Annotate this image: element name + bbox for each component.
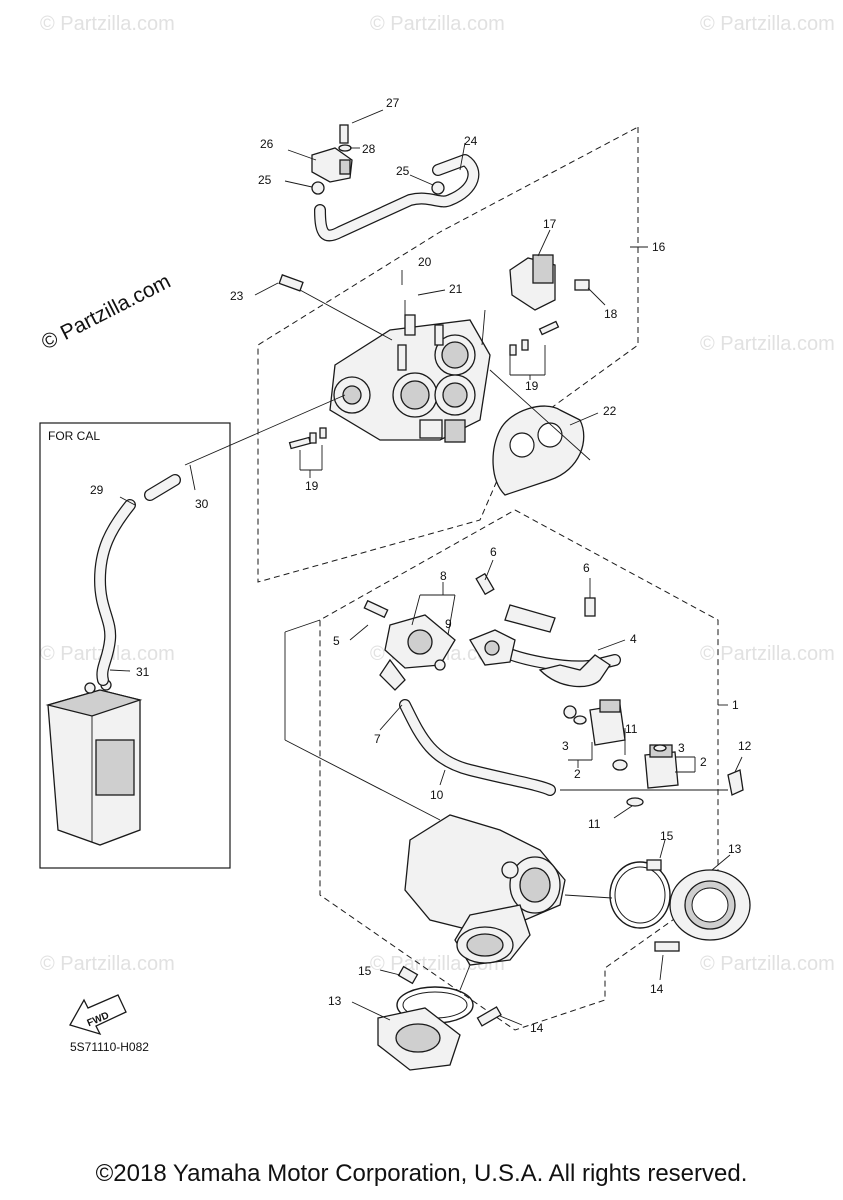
watermark-layer: © Partzilla.com © Partzilla.com © Partzi… [40, 13, 835, 975]
callout-18: 18 [604, 307, 618, 321]
callout-14: 14 [650, 982, 664, 996]
fuel-rail [475, 572, 621, 688]
callout-23: 23 [230, 289, 244, 303]
callout-19: 19 [525, 379, 539, 393]
oring-3b [573, 715, 587, 725]
callout-17: 17 [543, 217, 557, 231]
callout-25: 25 [258, 173, 272, 187]
watermark: © Partzilla.com [370, 13, 505, 35]
assembly-16-outline [257, 126, 639, 583]
callout-11-b: 11 [588, 817, 601, 831]
watermark: © Partzilla.com [700, 333, 835, 355]
callout-6-b: 6 [583, 561, 590, 575]
oring-3 [563, 705, 577, 719]
callout-8: 8 [440, 569, 447, 583]
callout-4: 4 [630, 632, 637, 646]
callout-9: 9 [445, 617, 452, 631]
assembly-outlines [257, 126, 719, 1031]
intake-manifold [404, 814, 566, 966]
fwd-arrow-icon: FWD [69, 994, 127, 1036]
callout-28: 28 [362, 142, 376, 156]
callout-10: 10 [430, 788, 444, 802]
oring-11 [612, 759, 628, 771]
callout-30: 30 [195, 497, 209, 511]
watermark: © Partzilla.com [40, 13, 175, 35]
oring-11b [626, 797, 644, 807]
sensor-26 [311, 147, 353, 183]
clip-12 [727, 769, 744, 796]
callouts: 27 28 26 25 25 24 16 17 18 20 21 23 22 1… [90, 96, 752, 1035]
diagram-code: 5S71110-H082 [70, 1040, 149, 1054]
callout-2-b: 2 [700, 755, 707, 769]
copyright-notice: ©2018 Yamaha Motor Corporation, U.S.A. A… [95, 1160, 748, 1187]
clamp-15-right [609, 859, 671, 929]
callout-11: 11 [625, 722, 638, 736]
callout-26: 26 [260, 137, 274, 151]
pressure-regulator-8 [379, 614, 456, 691]
callout-22: 22 [603, 404, 617, 418]
joint-13-left [377, 1007, 461, 1071]
callout-25-b: 25 [396, 164, 410, 178]
injector-holder [469, 629, 516, 666]
clip-9 [434, 659, 446, 671]
watermark: © Partzilla.com [700, 643, 835, 665]
callout-1: 1 [732, 698, 739, 712]
for-cal-box [39, 422, 231, 869]
callout-2: 2 [574, 767, 581, 781]
callout-13: 13 [728, 842, 742, 856]
sensor-17 [509, 254, 556, 311]
callout-29: 29 [90, 483, 104, 497]
clamp-25 [311, 181, 325, 195]
gasket-22 [492, 405, 585, 496]
callout-6: 6 [490, 545, 497, 559]
bolt-23 [278, 274, 304, 292]
joint-13-right [669, 869, 751, 941]
callout-15-b: 15 [358, 964, 372, 978]
watermark: © Partzilla.com [700, 953, 835, 975]
callout-31: 31 [136, 665, 150, 679]
callout-3: 3 [562, 739, 569, 753]
watermark: © Partzilla.com [40, 953, 175, 975]
callout-7: 7 [374, 732, 381, 746]
callout-27: 27 [386, 96, 400, 110]
assembly-1-outline [319, 509, 719, 1031]
callout-13-b: 13 [328, 994, 342, 1008]
injectors-2 [563, 699, 679, 807]
callout-24: 24 [464, 134, 478, 148]
watermark-rotated: © Partzilla.com [38, 270, 175, 355]
screw-18 [574, 279, 590, 291]
charcoal-canister [45, 679, 143, 846]
callout-20: 20 [418, 255, 432, 269]
callout-12: 12 [738, 739, 752, 753]
throttle-body [329, 314, 491, 443]
callout-14-b: 14 [530, 1021, 544, 1035]
callout-15: 15 [660, 829, 674, 843]
callout-21: 21 [449, 282, 463, 296]
clamp-25b [431, 181, 445, 195]
callout-16: 16 [652, 240, 666, 254]
screws-19 [288, 320, 560, 450]
callout-19-b: 19 [305, 479, 319, 493]
bolt-27 [339, 124, 349, 144]
bolt-14-right [654, 941, 680, 952]
for-cal-label: FOR CAL [48, 429, 100, 443]
watermark: © Partzilla.com [700, 13, 835, 35]
callout-3-b: 3 [678, 741, 685, 755]
bolt-5 [363, 599, 389, 619]
washer-28 [338, 144, 352, 152]
callout-5: 5 [333, 634, 340, 648]
bolt-14-left [476, 1006, 502, 1027]
leader-lines [109, 109, 743, 1026]
